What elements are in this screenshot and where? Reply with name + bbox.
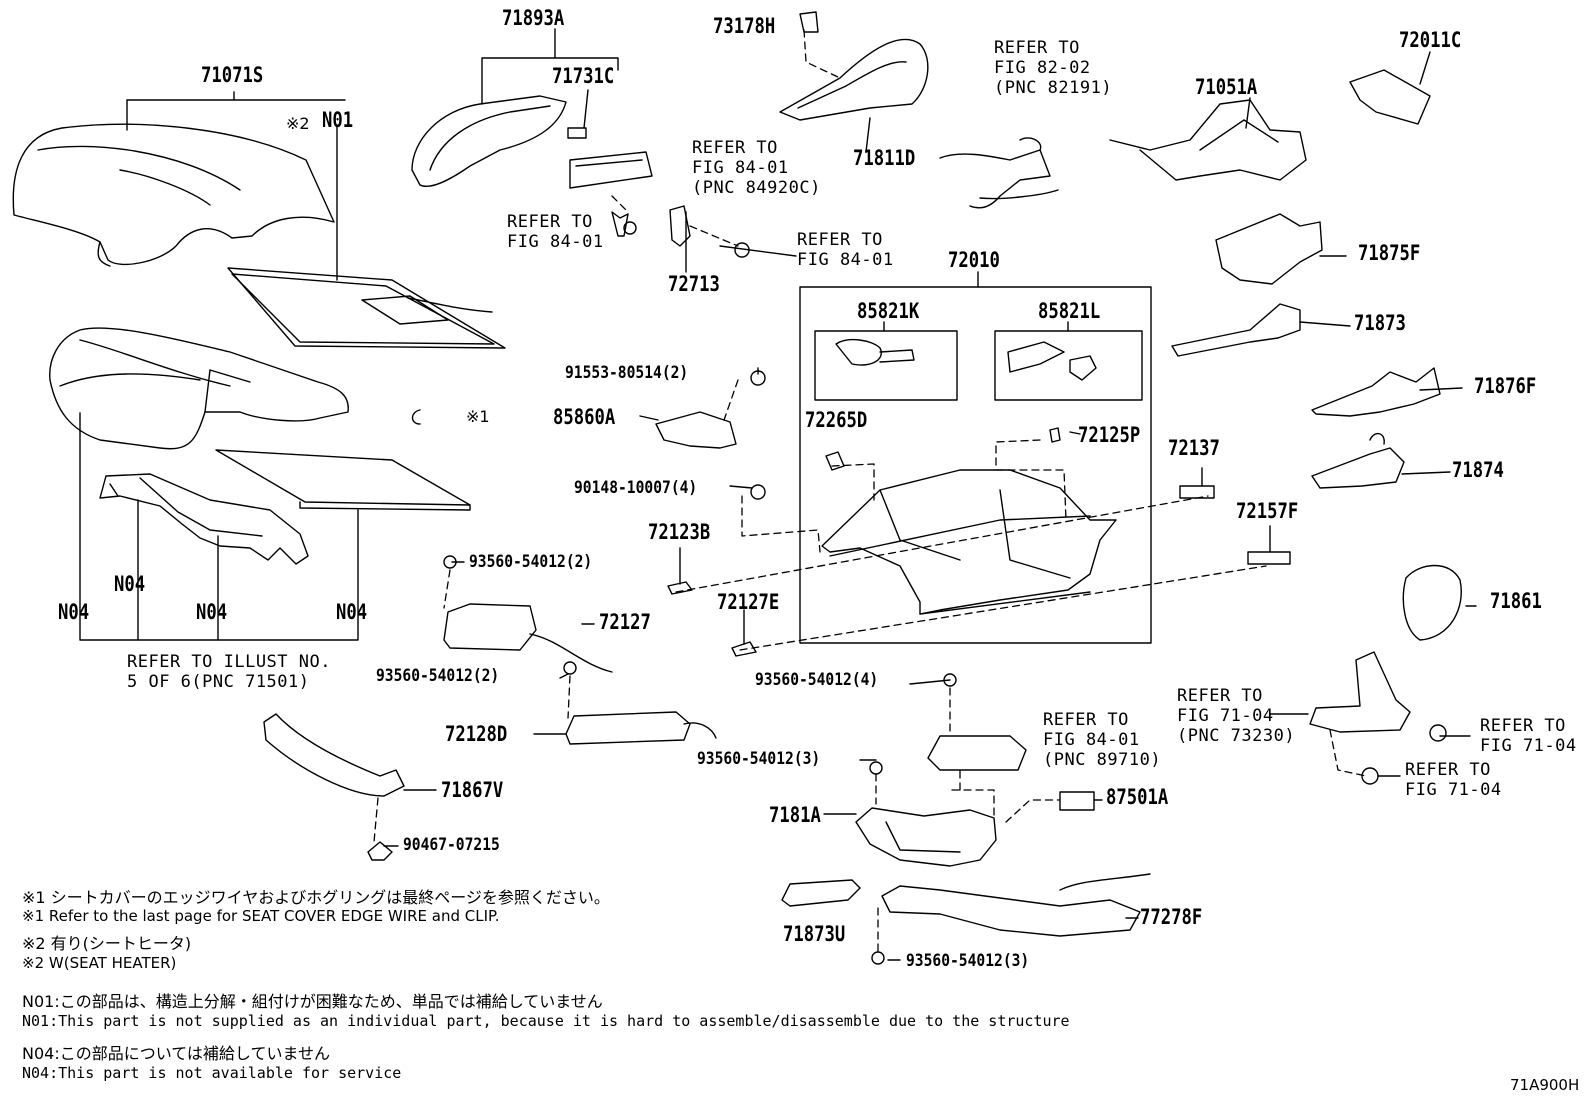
seat-cover-drawing: [12, 123, 335, 267]
part-label-72127: 72127: [599, 610, 651, 634]
part-label-71861: 71861: [1490, 589, 1542, 613]
part-label-93560-54012-c: 93560-54012(4): [755, 670, 879, 690]
frame-71051A-drawing: [1109, 99, 1307, 181]
part-label-N04-c: N04: [196, 600, 228, 624]
bracket-71873U-drawing: [781, 879, 861, 907]
part-label-72125P: 72125P: [1078, 423, 1141, 447]
note-N01-english: N01:This part is not supplied as an indi…: [22, 1012, 1070, 1030]
part-label-93560-54012-a: 93560-54012(2): [469, 552, 593, 572]
pad-72128D-drawing: [565, 711, 717, 745]
hog-ring-drawing: [411, 409, 421, 425]
part-label-71876F: 71876F: [1474, 374, 1537, 398]
part-label-71873U: 71873U: [783, 922, 846, 946]
knob-71861-drawing: [1402, 564, 1462, 641]
module-89710-drawing: [927, 673, 1027, 771]
refer-fig-71-04-lower: REFER TO FIG 71-04: [1405, 760, 1502, 800]
part-label-71874: 71874: [1452, 458, 1504, 482]
refer-fig-82-02-pnc-82191: REFER TO FIG 82-02 (PNC 82191): [994, 38, 1113, 98]
seat-heater-mat-drawing: [227, 267, 506, 349]
part-label-91553-80514: 91553-80514(2): [565, 363, 689, 383]
part-label-N04-a: N04: [114, 572, 146, 596]
sensor-87501A-drawing: [1059, 791, 1095, 811]
part-label-72128D: 72128D: [445, 722, 508, 746]
switch-assembly-drawing: [569, 151, 653, 237]
adjuster-frame-drawing: [799, 286, 1152, 644]
part-label-71875F: 71875F: [1358, 241, 1421, 265]
part-label-71071S: 71071S: [201, 63, 264, 87]
refer-fig-84-01-pnc-89710: REFER TO FIG 84-01 (PNC 89710): [1043, 710, 1162, 770]
note-1-english: ※1 Refer to the last page for SEAT COVER…: [22, 907, 500, 925]
side-shield-drawing: [411, 95, 587, 187]
cushion-frame-drawing: [99, 473, 309, 565]
part-label-85821K: 85821K: [857, 299, 920, 323]
part-label-87501A: 87501A: [1106, 785, 1169, 809]
part-label-93560-54012-e: 93560-54012(3): [906, 951, 1030, 971]
refer-fig-84-01-right: REFER TO FIG 84-01: [797, 230, 894, 270]
seatback-trim-drawing: [779, 11, 929, 121]
harness-77278F-drawing: [871, 873, 1151, 965]
figure-code: 71A900H: [1510, 1076, 1580, 1094]
note-N04-japanese: N04:この部品については補給していません: [22, 1044, 330, 1063]
note-N04-english: N04:This part is not available for servi…: [22, 1064, 402, 1082]
part-label-71051A: 71051A: [1195, 75, 1258, 99]
part-label-85860A: 85860A: [553, 405, 616, 429]
seat-cushion-board-drawing: [215, 449, 471, 511]
part-label-72137: 72137: [1168, 436, 1220, 460]
frame-71874-drawing: [1311, 433, 1405, 489]
part-label-72265D: 72265D: [805, 408, 868, 432]
part-label-N01: N01: [322, 108, 354, 132]
frame-71873-drawing: [1171, 303, 1301, 357]
cover-72011C-drawing: [1349, 69, 1431, 125]
part-label-72010: 72010: [948, 248, 1000, 272]
shield-71875F-drawing: [1215, 213, 1323, 285]
refer-illust-5-of-6-pnc-71501: REFER TO ILLUST NO. 5 OF 6(PNC 71501): [127, 652, 331, 692]
refer-fig-84-01-left: REFER TO FIG 84-01: [507, 212, 604, 252]
note-N01-japanese: N01:この部品は、構造上分解・組付けが困難なため、単品では補給していません: [22, 992, 603, 1011]
part-label-7181A: 7181A: [769, 803, 821, 827]
note-2-japanese: ※2 有り(シートヒータ): [22, 934, 192, 953]
part-label-72123B: 72123B: [648, 520, 711, 544]
motor-85860A-drawing: [655, 370, 766, 500]
wire-harness-drawing: [939, 137, 1059, 209]
dashed-connection-lines: [373, 29, 1367, 953]
refer-fig-71-04-upper: REFER TO FIG 71-04: [1480, 716, 1577, 756]
frame-71876F-drawing: [1311, 367, 1441, 417]
note-1-japanese: ※1 シートカバーのエッジワイヤおよびホグリングは最終ページを参照ください。: [22, 888, 610, 907]
spacer-72157F-drawing: [1247, 551, 1291, 565]
part-label-85821L: 85821L: [1038, 299, 1101, 323]
pad-72127-drawing: [443, 555, 613, 675]
part-label-93560-54012-b: 93560-54012(2): [376, 666, 500, 686]
bracket-7181A-drawing: [855, 761, 997, 867]
part-label-93560-54012-d: 93560-54012(3): [697, 749, 821, 769]
leader-lines: [79, 28, 1477, 961]
part-label-90148-10007: 90148-10007(4): [574, 478, 698, 498]
note-mark-2: ※2: [286, 114, 310, 133]
part-label-71873: 71873: [1354, 311, 1406, 335]
part-label-72713: 72713: [668, 272, 720, 296]
refer-fig-84-01-pnc-84920c: REFER TO FIG 84-01 (PNC 84920C): [692, 138, 821, 198]
seat-cushion-pad-drawing: [49, 327, 349, 450]
part-label-N04-d: N04: [336, 600, 368, 624]
spacer-72137-drawing: [1179, 485, 1215, 499]
part-label-72011C: 72011C: [1399, 28, 1462, 52]
refer-fig-71-04-pnc-73230: REFER TO FIG 71-04 (PNC 73230): [1177, 686, 1296, 746]
part-label-71867V: 71867V: [441, 778, 504, 802]
part-label-77278F: 77278F: [1140, 905, 1203, 929]
part-label-N04-b: N04: [58, 600, 90, 624]
part-label-90467-07215: 90467-07215: [403, 835, 500, 855]
note-2-english: ※2 W(SEAT HEATER): [22, 954, 177, 972]
part-label-71731C: 71731C: [552, 64, 615, 88]
part-label-72127E: 72127E: [717, 590, 780, 614]
part-label-71811D: 71811D: [853, 146, 916, 170]
bracket-72713-drawing: [669, 205, 691, 247]
part-label-73178H: 73178H: [713, 14, 776, 38]
part-label-72157F: 72157F: [1236, 499, 1299, 523]
part-label-71893A: 71893A: [502, 6, 565, 30]
note-mark-1: ※1: [466, 407, 490, 426]
cover-71867V-drawing: [263, 713, 405, 861]
